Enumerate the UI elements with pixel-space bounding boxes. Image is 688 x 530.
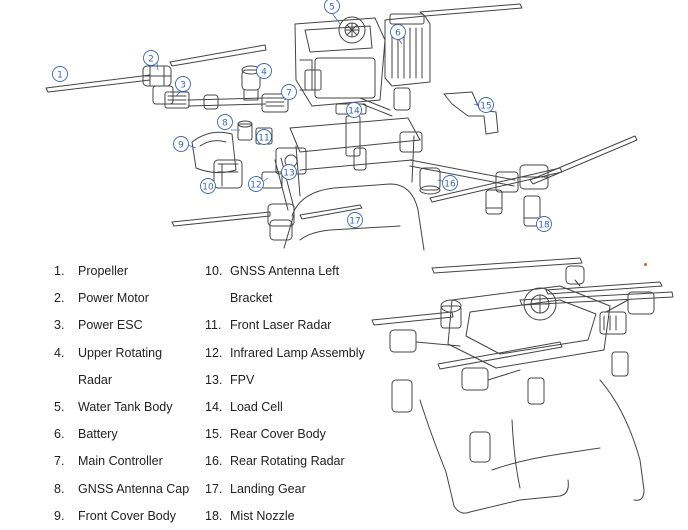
part-item: 14. Load Cell xyxy=(205,394,380,421)
parts-list-column-b: 10. GNSS Antenna Left Bracket 11. Front La… xyxy=(205,258,380,530)
part-number: 14. xyxy=(205,400,223,415)
part-label-continuation: Bracket xyxy=(230,291,273,306)
part-number: 9. xyxy=(54,508,65,523)
part-item: 4. Upper Rotating xyxy=(54,340,204,367)
part-item: 8. GNSS Antenna Cap xyxy=(54,476,204,503)
part-item: 13. FPV xyxy=(205,367,380,394)
part-label: FPV xyxy=(230,372,255,387)
part-label: Propeller xyxy=(78,264,129,278)
part-number: 10. xyxy=(205,264,223,278)
part-label: Infrared Lamp Assembly xyxy=(230,345,365,360)
part-number: 5. xyxy=(54,400,65,415)
part-number: 1. xyxy=(54,264,65,278)
part-number: 18. xyxy=(205,508,223,523)
part-label: Landing Gear xyxy=(230,481,306,496)
part-item: 2. Power Motor xyxy=(54,285,204,312)
part-item: 12. Infrared Lamp Assembly xyxy=(205,340,380,367)
part-number: 17. xyxy=(205,481,223,496)
assembled-view xyxy=(371,257,674,514)
part-label: Mist Nozzle xyxy=(230,508,295,523)
part-item: 9. Front Cover Body xyxy=(54,503,204,530)
part-item: 18. Mist Nozzle xyxy=(205,503,380,530)
part-label: Upper Rotating xyxy=(78,345,163,360)
part-label: Front Laser Radar xyxy=(230,318,332,333)
part-label: GNSS Antenna Left xyxy=(230,264,340,278)
part-number: 3. xyxy=(54,318,65,333)
part-label: Main Controller xyxy=(78,454,163,469)
part-label: GNSS Antenna Cap xyxy=(78,481,190,496)
part-number: 2. xyxy=(54,291,65,306)
part-number: 16. xyxy=(205,454,223,469)
part-number: 8. xyxy=(54,481,65,496)
part-item: 3. Power ESC xyxy=(54,312,204,339)
part-number: 12. xyxy=(205,345,223,360)
part-item: 17. Landing Gear xyxy=(205,476,380,503)
part-item: 15. Rear Cover Body xyxy=(205,421,380,448)
part-item: 7. Main Controller xyxy=(54,448,204,475)
part-label: Load Cell xyxy=(230,400,283,415)
part-number: 4. xyxy=(54,345,65,360)
part-label-continuation: Radar xyxy=(78,372,113,387)
part-item: 1. Propeller xyxy=(54,258,204,285)
part-number: 6. xyxy=(54,427,65,442)
part-item: 11. Front Laser Radar xyxy=(205,312,380,339)
part-number: 13. xyxy=(205,372,223,387)
part-number: 7. xyxy=(54,454,65,469)
part-number: 11. xyxy=(205,318,222,333)
part-label: Rear Rotating Radar xyxy=(230,454,345,469)
part-item: 6. Battery xyxy=(54,421,204,448)
part-item: 16. Rear Rotating Radar xyxy=(205,448,380,475)
part-label: Power ESC xyxy=(78,318,143,333)
part-number: 15. xyxy=(205,427,223,442)
parts-list-column-a: 1. Propeller 2. Power Motor 3. Power ESC 4.… xyxy=(54,258,204,530)
part-label: Battery xyxy=(78,427,118,442)
part-item: 10. GNSS Antenna Left xyxy=(205,258,380,285)
part-label: Rear Cover Body xyxy=(230,427,326,442)
accent-dot xyxy=(644,263,647,266)
part-label: Front Cover Body xyxy=(78,508,176,523)
exploded-view xyxy=(45,3,638,251)
part-item: 5. Water Tank Body xyxy=(54,394,204,421)
part-label: Power Motor xyxy=(78,291,149,306)
part-label: Water Tank Body xyxy=(78,400,173,415)
